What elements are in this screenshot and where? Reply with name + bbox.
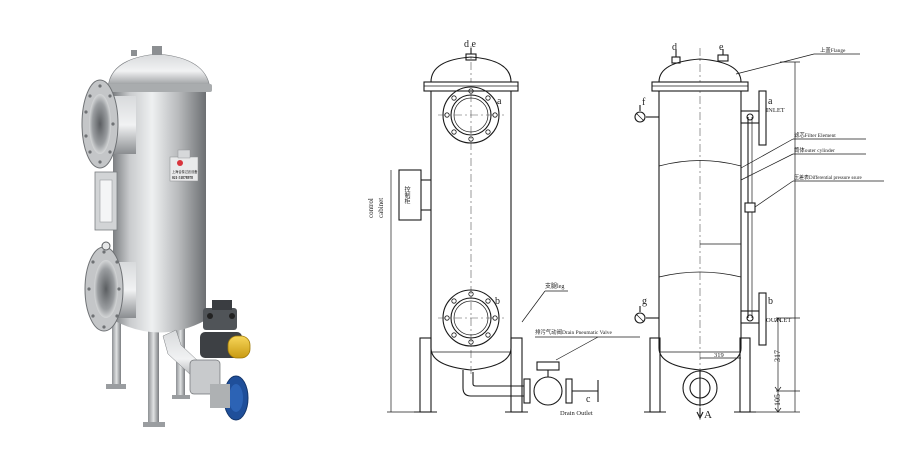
side-outlet-nozzle [758,292,767,346]
front-view-drawing: 控制柜 control cabinet d e a b c 支腿leg 排污气动… [367,39,640,417]
photo-housing [113,88,206,333]
side-filter-element [658,160,742,167]
front-letter-b: b [495,296,500,307]
housing-label: 筒体outer cylinder [794,146,835,154]
control-label: control [367,198,375,218]
side-valve-g [634,306,659,324]
front-drain-pipe [462,370,524,397]
front-top-letters: d e [464,39,477,50]
side-letter-f: f [642,97,646,108]
photo-solenoid [203,308,237,330]
product-photo: 上海合泰过滤设备 021-51878978 [81,46,251,427]
side-letter-d: d [672,42,677,53]
photo-company-label: 上海合泰过滤设备 [172,169,198,174]
photo-nameplate: 上海合泰过滤设备 021-51878978 [169,156,198,182]
front-leg-left [419,337,432,413]
dp-gauge-label: 压差表Differential pressure ssure [794,174,862,181]
side-letter-b: b [768,296,773,307]
side-top-head [658,58,742,83]
drain-valve-label: 排污气动阀Drain Pneumatic Valve [535,328,612,336]
cabinet-chinese-label: 控制柜 [403,185,410,205]
filter-element-label: 滤芯Filter Element [794,131,836,139]
dim-105: 105 [773,394,782,406]
front-leg-right [510,337,523,413]
side-dp-gauge [744,202,756,213]
photo-top-cover [107,53,211,89]
cabinet-label: cabinet [377,198,385,218]
photo-top-flange [106,84,212,92]
support-leg-label: 支腿leg [545,282,564,290]
photo-leg-front [148,322,159,425]
front-inlet-flange [438,86,504,144]
side-upper-flange [651,81,749,92]
side-letter-a: a [768,96,773,107]
front-letter-a: a [497,96,502,107]
front-control-cabinet: 控制柜 [398,169,431,221]
outlet-label: OUTLET [766,317,791,324]
dim-317: 317 [773,350,782,362]
front-outlet-flange [438,289,504,347]
photo-phone-label: 021-51878978 [172,176,193,180]
side-valve-f [634,105,659,123]
drain-outlet-label: Drain Outlet [560,410,593,417]
front-drain-valve [533,376,563,406]
side-letter-g: g [642,296,647,307]
photo-logo-icon [177,160,183,166]
photo-pressure-gauge [101,241,111,251]
photo-actuator-cap [227,335,251,359]
photo-leg-left [112,300,121,388]
upper-flange-label: 上盖Flange [820,46,846,54]
side-letter-A: A [704,409,712,421]
inlet-label: INLET [766,107,785,114]
front-letter-c: c [586,394,591,405]
dim-319: 319 [714,352,724,359]
side-view-drawing: d e f g a b INLET OUTLET A 上盖Flange 滤芯Fi… [634,42,884,421]
front-top-head [430,56,512,83]
side-inlet-nozzle [758,90,767,146]
side-letter-e: e [719,42,724,53]
